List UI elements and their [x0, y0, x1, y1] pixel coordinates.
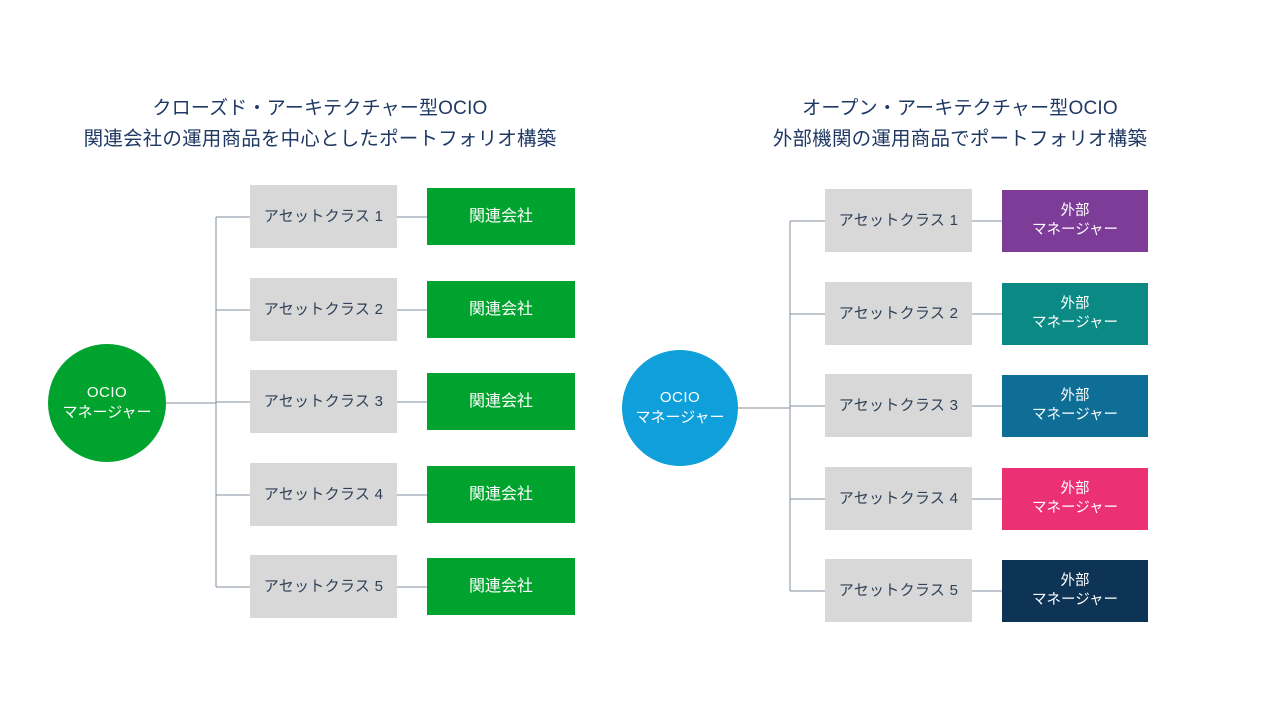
- right-external-manager-box-2[interactable]: 外部 マネージャー: [1002, 283, 1148, 345]
- left-asset-class-label-4: アセットクラス 4: [263, 485, 384, 503]
- right-external-manager-label-5-line-2: マネージャー: [1032, 592, 1118, 608]
- left-affiliate-box-2[interactable]: 関連会社: [427, 281, 575, 338]
- right-external-manager-box-4[interactable]: 外部 マネージャー: [1002, 468, 1148, 530]
- right-asset-class-label-2: アセットクラス 2: [838, 304, 959, 322]
- left-affiliate-label-1: 関連会社: [468, 208, 533, 225]
- right-hub-label-line-2: マネージャー: [635, 409, 725, 426]
- left-affiliate-label-3: 関連会社: [468, 393, 533, 410]
- right-title-line-2: 外部機関の運用商品でポートフォリオ構築: [772, 128, 1148, 150]
- left-ocio-manager-hub[interactable]: OCIO マネージャー: [48, 344, 166, 462]
- right-external-manager-label-1-line-2: マネージャー: [1032, 222, 1118, 238]
- left-asset-class-label-3: アセットクラス 3: [263, 392, 384, 410]
- right-asset-class-label-5: アセットクラス 5: [838, 581, 959, 599]
- right-asset-class-label-4: アセットクラス 4: [838, 489, 959, 507]
- left-title-line-1: クローズド・アーキテクチャー型OCIO: [152, 98, 488, 119]
- left-affiliate-box-3[interactable]: 関連会社: [427, 373, 575, 430]
- right-external-manager-label-5-line-1: 外部: [1060, 573, 1090, 589]
- right-asset-class-box-3[interactable]: アセットクラス 3: [825, 374, 972, 437]
- right-external-manager-label-4-line-2: マネージャー: [1032, 500, 1118, 516]
- left-hub-label-line-1: OCIO: [86, 384, 128, 401]
- right-external-manager-box-5[interactable]: 外部 マネージャー: [1002, 560, 1148, 622]
- left-affiliate-box-5[interactable]: 関連会社: [427, 558, 575, 615]
- right-external-manager-label-4-line-1: 外部: [1060, 481, 1090, 497]
- right-panel-title: オープン・アーキテクチャー型OCIO 外部機関の運用商品でポートフォリオ構築: [640, 93, 1280, 155]
- left-asset-class-label-5: アセットクラス 5: [263, 577, 384, 595]
- right-external-manager-label-1-line-1: 外部: [1060, 203, 1090, 219]
- right-asset-class-box-1[interactable]: アセットクラス 1: [825, 189, 972, 252]
- right-external-manager-box-3[interactable]: 外部 マネージャー: [1002, 375, 1148, 437]
- left-asset-class-box-4[interactable]: アセットクラス 4: [250, 463, 397, 526]
- left-asset-class-box-5[interactable]: アセットクラス 5: [250, 555, 397, 618]
- left-affiliate-box-4[interactable]: 関連会社: [427, 466, 575, 523]
- left-title-line-2: 関連会社の運用商品を中心としたポートフォリオ構築: [83, 128, 557, 150]
- right-external-manager-box-1[interactable]: 外部 マネージャー: [1002, 190, 1148, 252]
- left-affiliate-label-4: 関連会社: [468, 486, 533, 503]
- right-hub-label-line-1: OCIO: [659, 389, 701, 406]
- right-external-manager-label-3-line-1: 外部: [1060, 388, 1090, 404]
- left-asset-class-box-1[interactable]: アセットクラス 1: [250, 185, 397, 248]
- right-asset-class-box-4[interactable]: アセットクラス 4: [825, 467, 972, 530]
- right-external-manager-label-3-line-2: マネージャー: [1032, 407, 1118, 423]
- left-asset-class-box-2[interactable]: アセットクラス 2: [250, 278, 397, 341]
- left-panel-title: クローズド・アーキテクチャー型OCIO 関連会社の運用商品を中心としたポートフォ…: [0, 93, 640, 155]
- left-asset-class-box-3[interactable]: アセットクラス 3: [250, 370, 397, 433]
- right-asset-class-box-2[interactable]: アセットクラス 2: [825, 282, 972, 345]
- left-affiliate-label-2: 関連会社: [468, 301, 533, 318]
- left-affiliate-box-1[interactable]: 関連会社: [427, 188, 575, 245]
- right-title-line-1: オープン・アーキテクチャー型OCIO: [802, 98, 1118, 119]
- left-affiliate-label-5: 関連会社: [468, 578, 533, 595]
- left-asset-class-label-2: アセットクラス 2: [263, 300, 384, 318]
- right-asset-class-box-5[interactable]: アセットクラス 5: [825, 559, 972, 622]
- right-ocio-manager-hub[interactable]: OCIO マネージャー: [622, 350, 738, 466]
- left-hub-label-line-2: マネージャー: [62, 404, 152, 421]
- left-asset-class-label-1: アセットクラス 1: [263, 207, 384, 225]
- right-external-manager-label-2-line-2: マネージャー: [1032, 315, 1118, 331]
- right-asset-class-label-3: アセットクラス 3: [838, 396, 959, 414]
- right-asset-class-label-1: アセットクラス 1: [838, 211, 959, 229]
- right-external-manager-label-2-line-1: 外部: [1060, 296, 1090, 312]
